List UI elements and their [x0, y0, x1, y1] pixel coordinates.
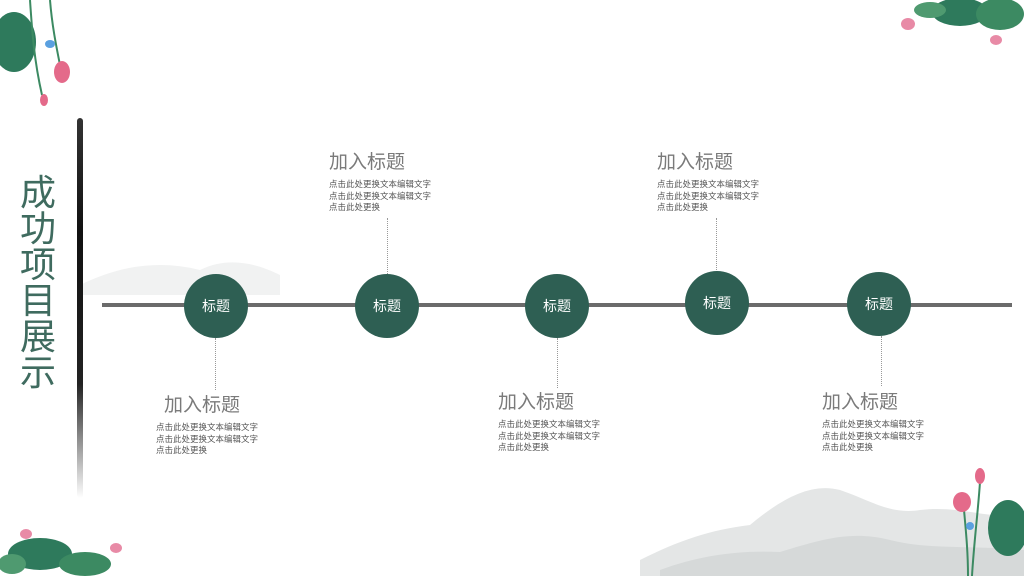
- milestone-block: 加入标题 点击此处更换文本编辑文字 点击此处更换文本编辑文字 点击此处更换: [657, 147, 807, 215]
- mist-decoration: [80, 262, 280, 295]
- milestone-block: 加入标题 点击此处更换文本编辑文字 点击此处更换文本编辑文字 点击此处更换: [329, 147, 479, 215]
- timeline-node[interactable]: 标题: [355, 274, 419, 338]
- lotus-top-left-decoration: [0, 0, 70, 106]
- timeline-node[interactable]: 标题: [184, 274, 248, 338]
- node-label: 标题: [373, 299, 401, 315]
- lotus-bottom-left-decoration: [0, 529, 122, 576]
- title-char: 功: [19, 209, 56, 250]
- milestone-body[interactable]: 点击此处更换文本编辑文字 点击此处更换文本编辑文字 点击此处更换: [156, 423, 259, 456]
- milestone-heading[interactable]: 加入标题: [164, 394, 241, 416]
- milestone-heading[interactable]: 加入标题: [329, 151, 406, 173]
- brush-stroke-divider: [77, 118, 83, 498]
- title-char: 项: [19, 245, 56, 286]
- milestone-heading[interactable]: 加入标题: [498, 391, 575, 413]
- connector-line: [881, 336, 882, 386]
- connector-line: [557, 338, 558, 388]
- connector-line: [215, 338, 216, 390]
- milestone-body[interactable]: 点击此处更换文本编辑文字 点击此处更换文本编辑文字 点击此处更换: [822, 420, 925, 453]
- lotus-bottom-right-decoration: [953, 468, 1024, 576]
- title-char: 成: [19, 173, 56, 214]
- page-title: 成 功 项 目 展 示: [16, 176, 60, 392]
- timeline-node[interactable]: 标题: [525, 274, 589, 338]
- timeline-node[interactable]: 标题: [847, 272, 911, 336]
- milestone-block: 加入标题 点击此处更换文本编辑文字 点击此处更换文本编辑文字 点击此处更换: [498, 387, 648, 455]
- node-label: 标题: [703, 296, 731, 312]
- node-label: 标题: [543, 299, 571, 315]
- node-label: 标题: [202, 299, 230, 315]
- title-char: 展: [19, 317, 56, 358]
- milestone-body[interactable]: 点击此处更换文本编辑文字 点击此处更换文本编辑文字 点击此处更换: [498, 420, 601, 453]
- lotus-top-right-decoration: [901, 0, 1024, 45]
- title-char: 示: [19, 353, 56, 394]
- node-label: 标题: [865, 297, 893, 313]
- ink-mountains-decoration: [640, 488, 1024, 576]
- milestone-body[interactable]: 点击此处更换文本编辑文字 点击此处更换文本编辑文字 点击此处更换: [657, 180, 760, 213]
- milestone-heading[interactable]: 加入标题: [822, 391, 899, 413]
- milestone-body[interactable]: 点击此处更换文本编辑文字 点击此处更换文本编辑文字 点击此处更换: [329, 180, 432, 213]
- title-char: 目: [19, 281, 56, 322]
- milestone-heading[interactable]: 加入标题: [657, 151, 734, 173]
- connector-line: [387, 218, 388, 274]
- milestone-block: 加入标题 点击此处更换文本编辑文字 点击此处更换文本编辑文字 点击此处更换: [156, 390, 306, 458]
- timeline-node[interactable]: 标题: [685, 271, 749, 335]
- connector-line: [716, 218, 717, 270]
- milestone-block: 加入标题 点击此处更换文本编辑文字 点击此处更换文本编辑文字 点击此处更换: [822, 387, 972, 455]
